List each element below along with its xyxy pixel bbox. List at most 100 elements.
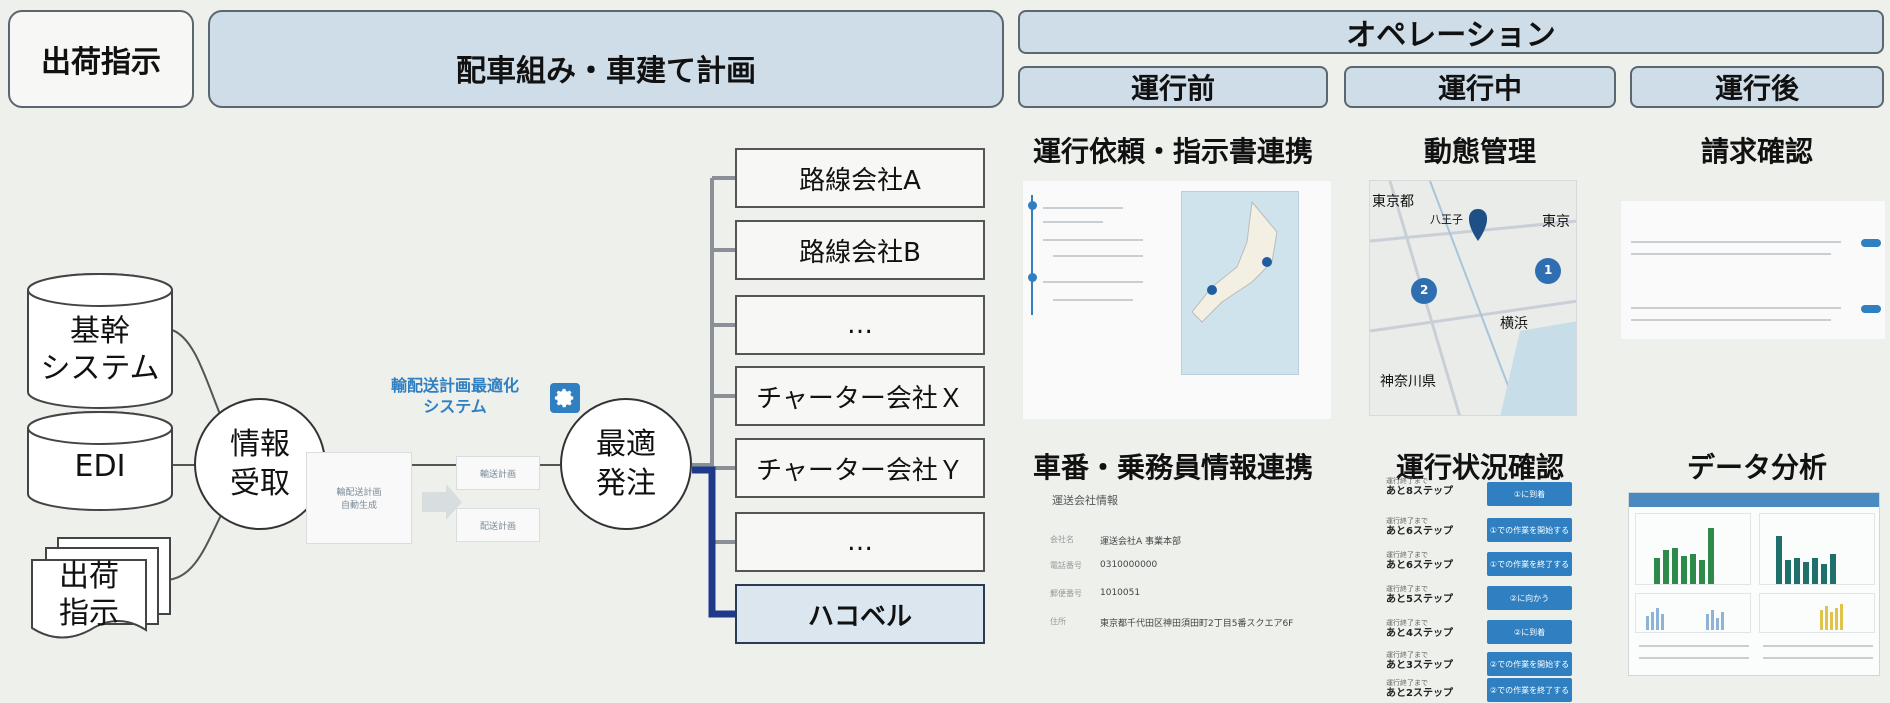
core-system: 基幹 システム [40, 313, 160, 387]
status-step-button[interactable]: ②での作業を終了する [1487, 678, 1572, 702]
phase-before: 運行前 [1018, 66, 1328, 108]
phase-planning: 配車組み・車建て計画 [208, 10, 1004, 108]
phase-after: 運行後 [1630, 66, 1884, 108]
vehicle-info-value: 0310000000 [1100, 560, 1158, 570]
dashboard-panel [1759, 593, 1875, 633]
status-step-label: あと6ステップ [1386, 559, 1453, 571]
info-receive-node: 情報 受取 [194, 398, 326, 530]
map-label-hachioji: 八王子 [1430, 213, 1463, 226]
map-label-kanagawa: 神奈川県 [1380, 374, 1436, 390]
text-line [1639, 657, 1749, 659]
dashboard-header-bar [1629, 493, 1879, 507]
analytics-dashboard-thumb [1628, 492, 1880, 676]
section-status: 運行状況確認 [1395, 451, 1564, 484]
text-line [1763, 657, 1873, 659]
status-step-button[interactable]: ①での作業を開始する [1487, 518, 1572, 542]
status-step-sub: 運行終了まで [1386, 651, 1428, 659]
status-step: 運行終了まであと6ステップ [1386, 517, 1453, 537]
status-step-label: あと8ステップ [1386, 485, 1453, 497]
vehicle-info-label: 住所 [1050, 617, 1066, 626]
phase-before-label: 運行前 [1130, 72, 1215, 105]
carrier-b: 路線会社B [735, 220, 985, 280]
vehicle-info-value: 1010051 [1100, 588, 1141, 598]
optimizer-label: 輸配送計画最適化 システム [390, 376, 519, 416]
vehicle-info-label: 電話番号 [1050, 561, 1082, 570]
phase-shipping-label: 出荷指示 [41, 45, 161, 80]
text-line [1043, 221, 1103, 223]
vehicle-info-label: 郵便番号 [1050, 589, 1082, 598]
carrier-a: 路線会社A [735, 148, 985, 208]
optimal-order-node: 最適 発注 [560, 398, 692, 530]
shipping-instruction-docs: 出荷 指示 [59, 558, 119, 632]
small-bars-blue [1646, 608, 1724, 630]
text-line [1053, 255, 1143, 257]
status-step-sub: 運行終了まで [1386, 517, 1428, 525]
optimizer-box-auto: 輸配送計画 自動生成 [306, 452, 412, 544]
text-line [1043, 239, 1143, 241]
small-bars-yellow [1820, 604, 1843, 630]
status-step-button[interactable]: ①に到着 [1487, 482, 1572, 506]
vehicle-info-value: 東京都千代田区神田須田町2丁目5番スクエア6F [1100, 619, 1294, 629]
billing-button [1861, 305, 1881, 313]
phase-during-label: 運行中 [1437, 72, 1522, 105]
tracking-map [1370, 181, 1576, 415]
carrier-ellipsis-1: … [735, 295, 985, 355]
status-step-label: あと6ステップ [1386, 525, 1453, 537]
map-label-yokohama: 横浜 [1500, 316, 1528, 332]
text-line [1043, 281, 1143, 283]
section-tracking: 動態管理 [1423, 135, 1536, 168]
status-step-label: あと5ステップ [1386, 593, 1453, 605]
text-line [1763, 645, 1873, 647]
carrier-y: チャーター会社Ｙ [735, 438, 985, 498]
optimizer-box-transport: 輸送計画 [456, 456, 540, 490]
tracking-map-thumb: 東京都 八王子 東京 横浜 神奈川県 1 2 [1369, 180, 1577, 416]
phase-operation: オペレーション [1018, 10, 1884, 54]
map-badge-1: 1 [1544, 263, 1553, 277]
status-step-label: あと2ステップ [1386, 687, 1453, 699]
status-step-label: あと4ステップ [1386, 627, 1453, 639]
status-step-button[interactable]: ②での作業を開始する [1487, 652, 1572, 676]
status-step-label: あと3ステップ [1386, 659, 1453, 671]
bar-chart-green [1654, 528, 1714, 584]
status-step-sub: 運行終了まで [1386, 619, 1428, 627]
text-line [1639, 645, 1749, 647]
dashboard-panel [1635, 593, 1751, 633]
status-step-sub: 運行終了まで [1386, 551, 1428, 559]
status-step: 運行終了まであと8ステップ [1386, 477, 1453, 497]
text-line [1631, 307, 1841, 309]
status-step: 運行終了まであと4ステップ [1386, 619, 1453, 639]
phase-shipping: 出荷指示 [8, 10, 194, 108]
section-analysis: データ分析 [1686, 451, 1827, 484]
carrier-ellipsis-2: … [735, 512, 985, 572]
vehicle-info-value: 運送会社A 事業本部 [1100, 537, 1182, 547]
status-step: 運行終了まであと3ステップ [1386, 651, 1453, 671]
billing-button [1861, 239, 1881, 247]
text-line [1631, 253, 1831, 255]
japan-map [1181, 191, 1299, 375]
gear-icon [550, 383, 580, 413]
map-badge-2: 2 [1420, 283, 1429, 297]
vehicle-info-label: 会社名 [1050, 535, 1074, 544]
text-line [1631, 319, 1831, 321]
section-billing: 請求確認 [1700, 135, 1813, 168]
status-step-sub: 運行終了まで [1386, 585, 1428, 593]
status-step-button[interactable]: ②に到着 [1487, 620, 1572, 644]
bar-chart-teal [1776, 536, 1836, 584]
map-label-tokyo: 東京 [1542, 214, 1570, 230]
status-step: 運行終了まであと5ステップ [1386, 585, 1453, 605]
phase-after-label: 運行後 [1714, 72, 1799, 105]
vehicle-info-header: 運送会社情報 [1052, 494, 1118, 507]
dashboard-panel [1635, 513, 1751, 585]
request-screen-thumb [1022, 180, 1332, 420]
text-line [1053, 299, 1133, 301]
status-step-button[interactable]: ①での作業を終了する [1487, 552, 1572, 576]
timeline-line [1031, 195, 1036, 315]
map-label-tokyo-to: 東京都 [1372, 194, 1414, 210]
section-vehicle: 車番・乗務員情報連携 [1032, 451, 1313, 484]
timeline-dot [1028, 201, 1037, 210]
edi-system: EDI [74, 449, 126, 485]
dashboard-panel [1759, 513, 1875, 585]
phase-during: 運行中 [1344, 66, 1616, 108]
status-step-button[interactable]: ②に向かう [1487, 586, 1572, 610]
